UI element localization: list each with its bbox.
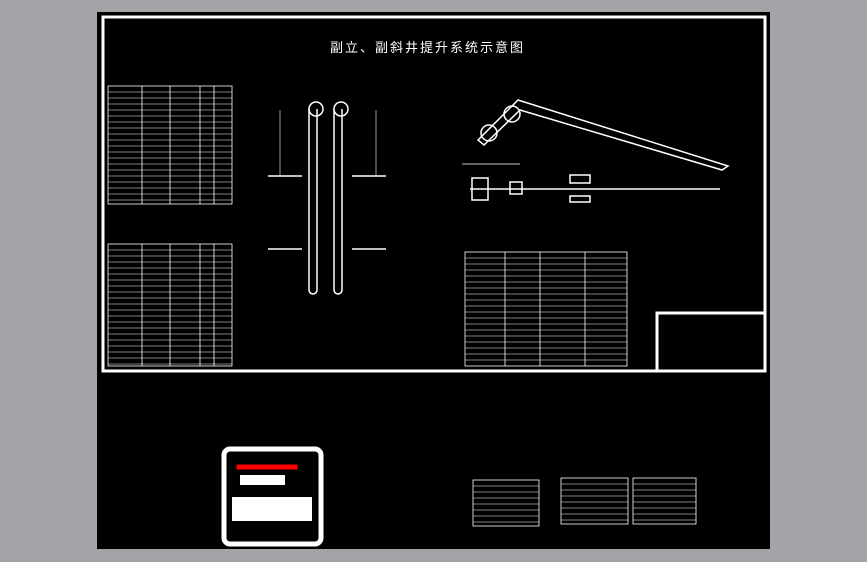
bottom-tables [472, 477, 697, 527]
parameter-table-center [464, 251, 628, 367]
legend-box [655, 311, 767, 373]
vertical-shaft-diagram [268, 101, 386, 295]
title-block [221, 446, 324, 547]
inclined-shaft-diagram [462, 99, 730, 203]
cad-viewport[interactable] [97, 12, 770, 549]
drawing-frame [101, 15, 767, 373]
parameter-table-top-left [107, 85, 233, 205]
parameter-table-bottom-left [107, 243, 233, 367]
drawing-title: 副立、副斜井提升系统示意图 [330, 41, 526, 56]
